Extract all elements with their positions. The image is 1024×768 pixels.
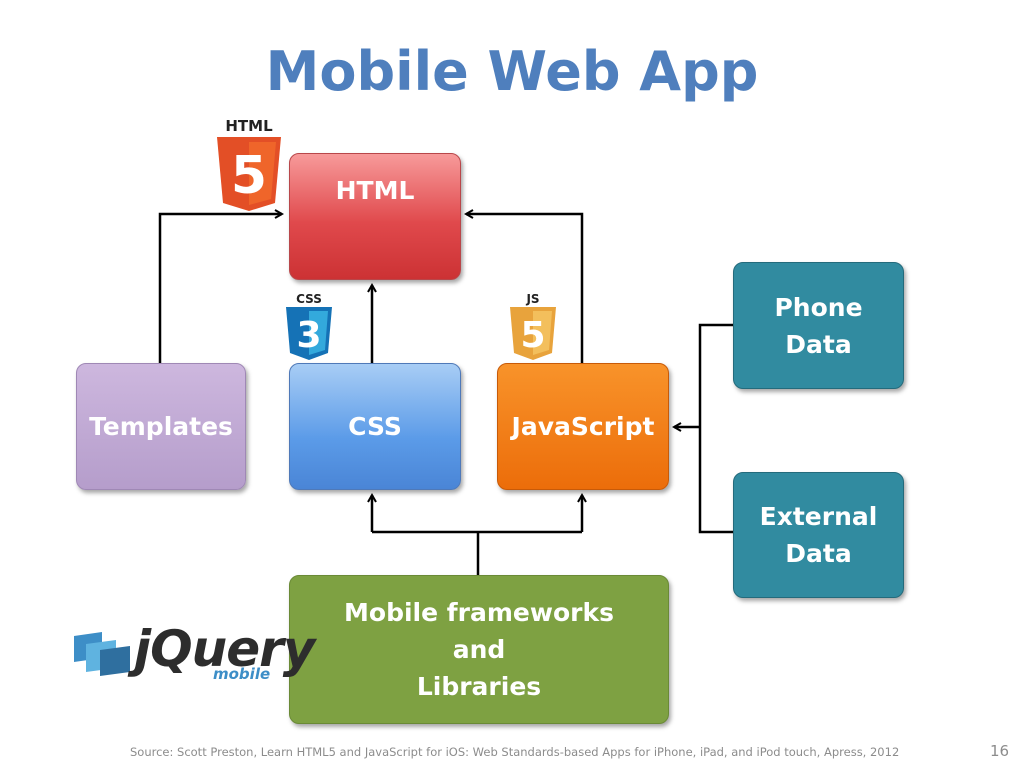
arrow-templates-to-html: [158, 214, 282, 363]
js-logo-glyph: 5: [520, 315, 545, 356]
frameworks-box: Mobile frameworks and Libraries: [289, 575, 669, 724]
html5-logo-icon: HTML 5: [217, 117, 281, 211]
js-logo-label: JS: [525, 292, 539, 306]
html-box-label: HTML: [335, 176, 415, 205]
jquery-logo-subtext: mobile: [213, 665, 271, 683]
source-citation: Source: Scott Preston, Learn HTML5 and J…: [130, 745, 900, 759]
page-number: 16: [990, 742, 1010, 760]
jquery-logo-text: jQuery: [134, 620, 315, 678]
css3-logo-glyph: 3: [296, 315, 321, 356]
arrow-js-to-html: [466, 214, 584, 363]
javascript-box: JavaScript: [497, 363, 669, 490]
slide-title: Mobile Web App: [265, 40, 759, 103]
line-phone-data: [698, 323, 733, 534]
templates-box: Templates: [76, 363, 246, 490]
css-box: CSS: [289, 363, 461, 490]
css3-logo-label: CSS: [296, 292, 322, 306]
javascript-logo-icon: JS 5: [510, 292, 556, 360]
html5-logo-glyph: 5: [231, 146, 267, 206]
html-box: HTML: [289, 153, 461, 280]
templates-box-label: Templates: [89, 412, 233, 441]
jquery-mobile-logo-icon: [74, 632, 130, 676]
external-data-box-label: External Data: [759, 502, 878, 568]
phone-data-box-label: Phone Data: [774, 292, 863, 359]
html5-logo-label: HTML: [225, 117, 273, 135]
external-data-box: External Data: [733, 472, 904, 598]
css3-logo-icon: CSS 3: [286, 292, 332, 360]
phone-data-box: Phone Data: [733, 262, 904, 389]
javascript-box-label: JavaScript: [511, 412, 655, 441]
css-box-label: CSS: [348, 412, 402, 441]
frameworks-box-label: Mobile frameworks and Libraries: [344, 598, 614, 701]
